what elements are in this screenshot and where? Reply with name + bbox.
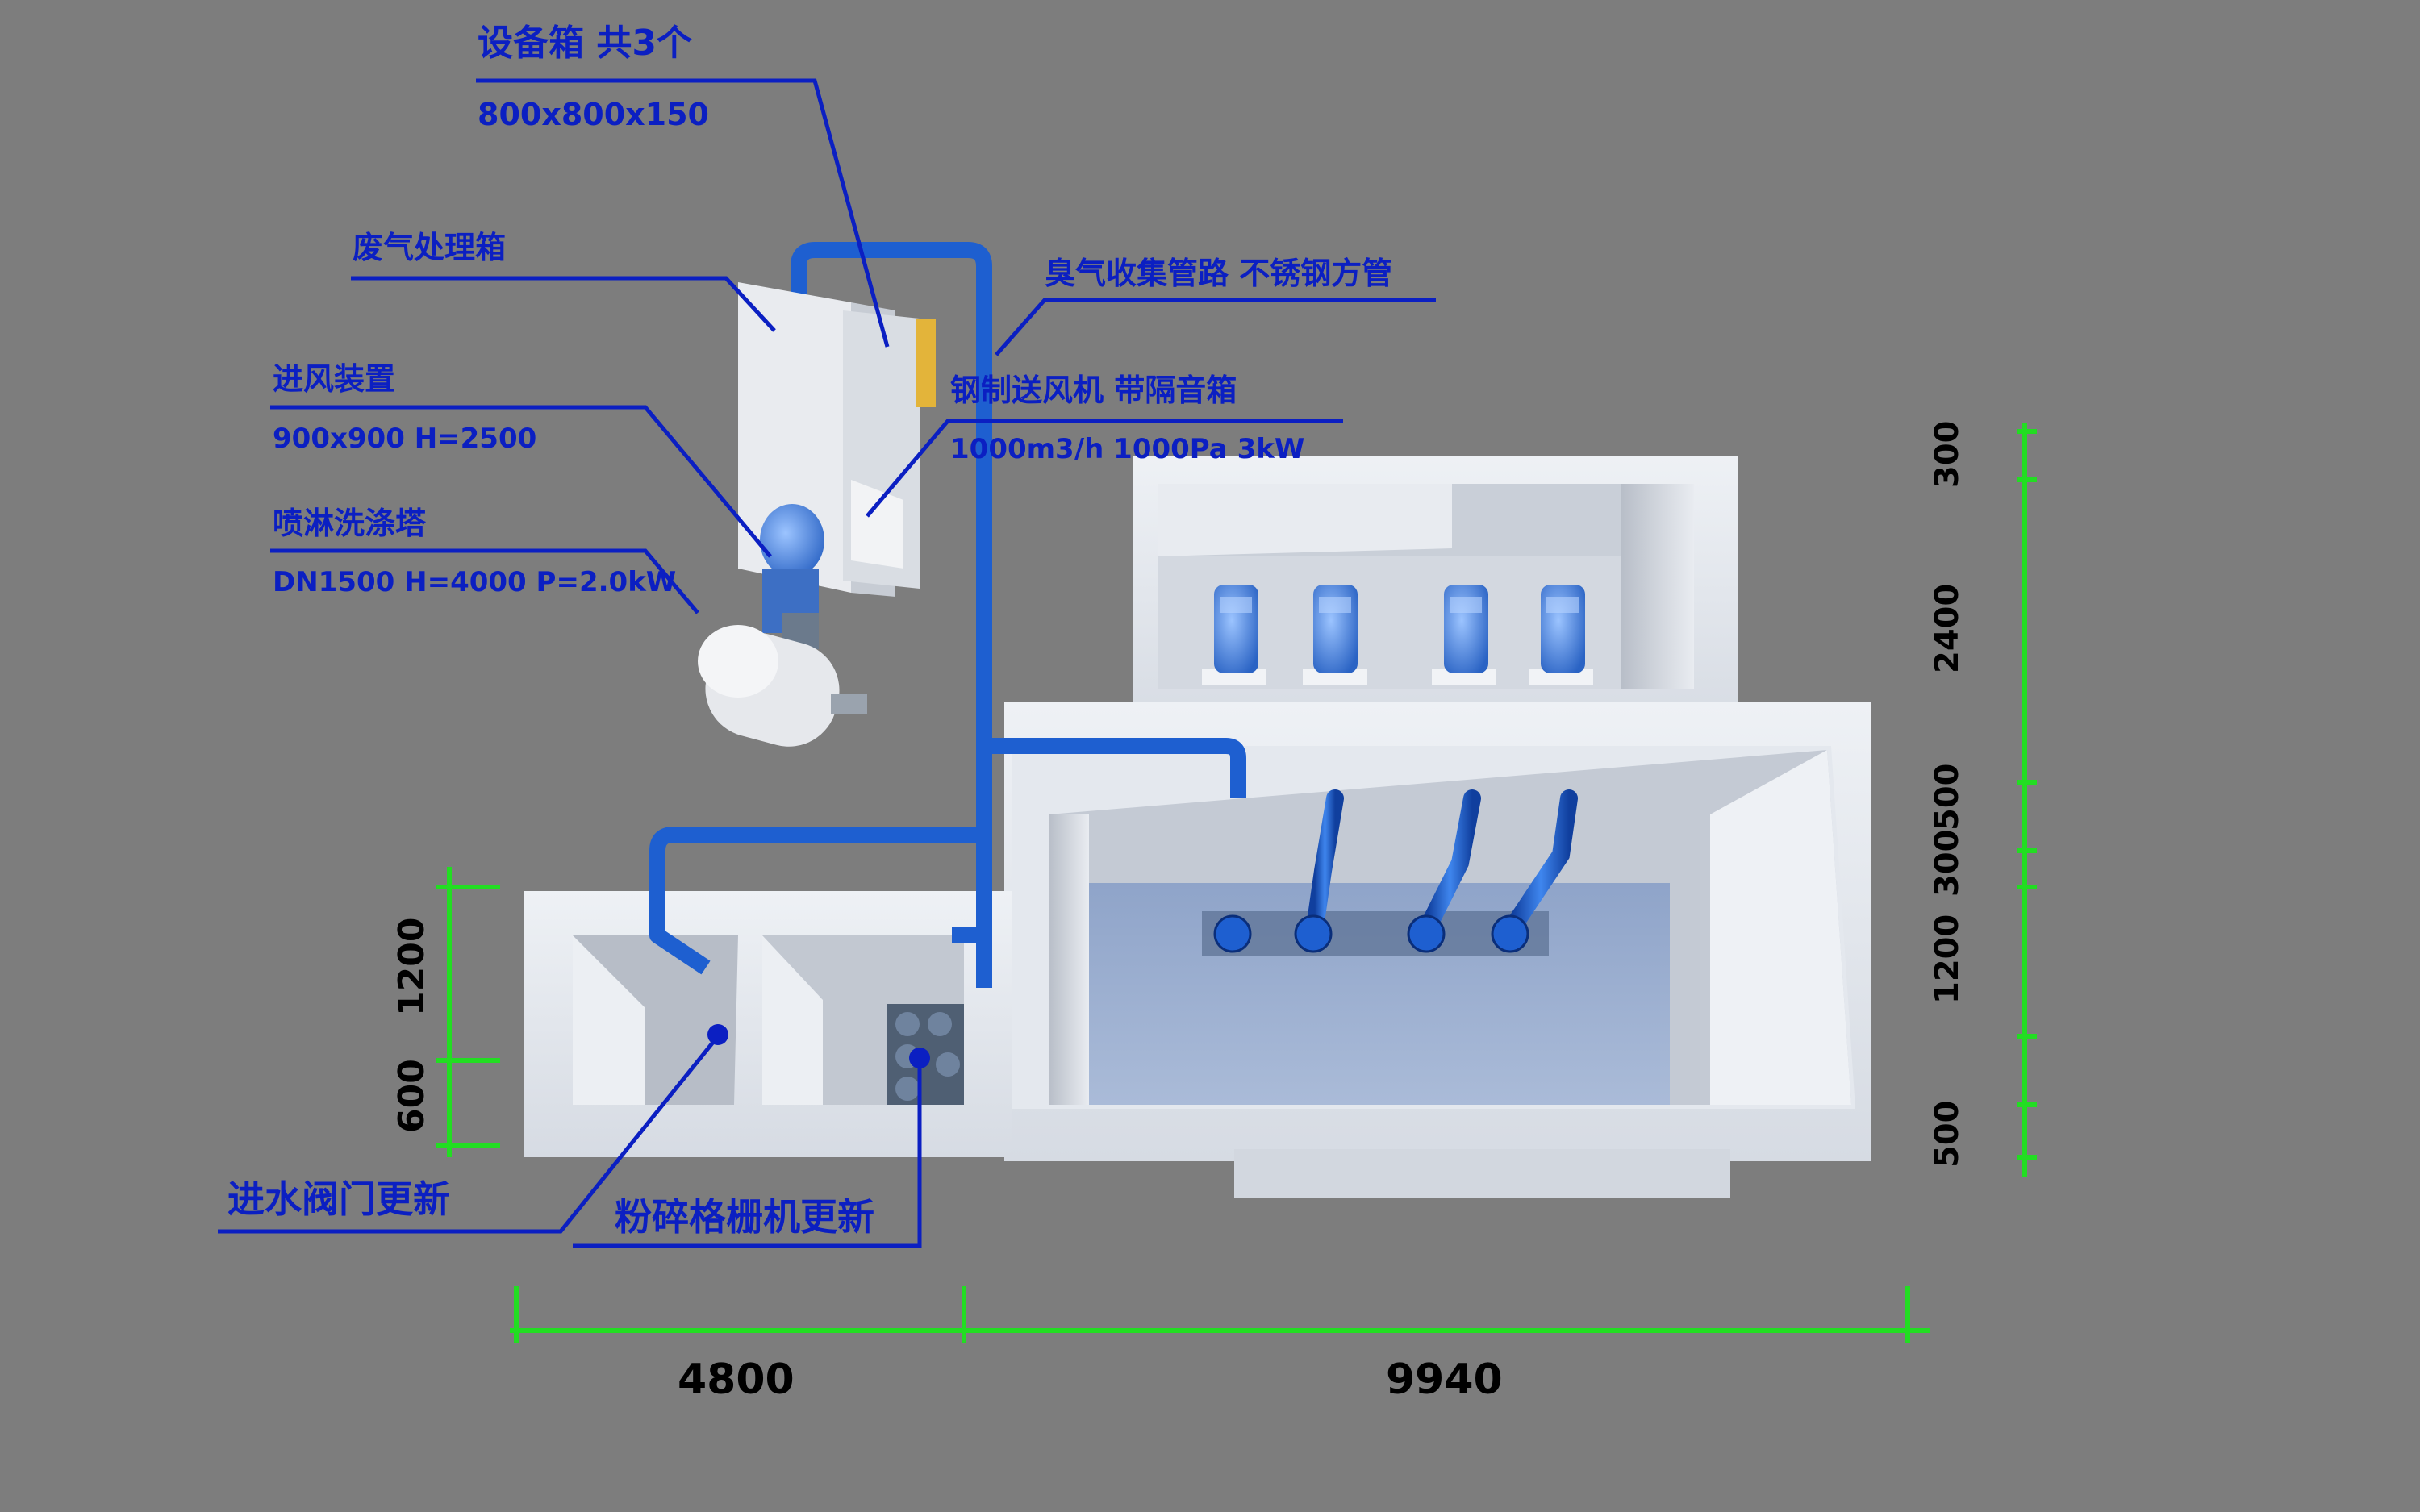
valve-icon (1294, 914, 1333, 953)
callout-dots (707, 1024, 930, 1068)
label-blower-spec: 1000m3/h 1000Pa 3kW (950, 433, 1304, 465)
pump-motor-3 (1432, 585, 1496, 685)
valve-row (1213, 914, 1529, 953)
pump-risers (1229, 789, 1578, 936)
dim-right-300: 300 (1929, 421, 1966, 489)
dimension-lines (436, 423, 2037, 1343)
valve-icon (1213, 914, 1252, 953)
main-tank (1004, 702, 1871, 1198)
label-inlet-valve: 进水阀门更新 (227, 1177, 450, 1221)
label-air-inlet: 进风装置 (273, 361, 395, 397)
label-air-inlet-spec: 900x900 H=2500 (273, 423, 536, 455)
dim-bottom-4800: 4800 (678, 1356, 795, 1404)
fan-icon (760, 504, 824, 577)
label-spray-tower-spec: DN1500 H=4000 P=2.0kW (273, 566, 676, 598)
valve-icon (1407, 914, 1446, 953)
dim-right-1200: 1200 (1929, 914, 1966, 1004)
dim-right-500b: 500 (1929, 1101, 1966, 1168)
dim-right-300b: 300 (1929, 830, 1966, 898)
callout-lines (218, 78, 1436, 1248)
pump-motor-1 (1202, 585, 1266, 685)
exhaust-treatment-box (738, 282, 936, 597)
pump-motor-2 (1303, 585, 1367, 685)
dimension-labels: 4800 9940 1200 600 300 2400 500 300 1200… (391, 421, 1966, 1405)
label-blower: 钢制送风机 带隔音箱 (950, 373, 1237, 408)
blower (760, 504, 824, 649)
grinder-channels (524, 891, 1012, 1157)
valve-icon (1491, 914, 1529, 953)
odor-pipe (649, 242, 1246, 988)
label-odor-pipe: 臭气收集管路 不锈钢方管 (1045, 256, 1392, 291)
label-equipment-box: 设备箱 共3个 (478, 23, 692, 64)
dim-left-600: 600 (391, 1059, 432, 1133)
labels: 设备箱 共3个 800x800x150 废气处理箱 进风装置 900x900 H… (227, 23, 1392, 1239)
dim-left-1200: 1200 (391, 918, 432, 1016)
label-exhaust-box: 废气处理箱 (353, 230, 506, 265)
dim-bottom-9940: 9940 (1386, 1356, 1503, 1404)
label-equipment-box-spec: 800x800x150 (478, 97, 709, 132)
grinder-machine (887, 1004, 964, 1105)
dim-right-500: 500 (1929, 764, 1966, 831)
dim-right-2400: 2400 (1929, 584, 1966, 673)
spray-tower (698, 625, 867, 747)
pump-motor-4 (1529, 585, 1593, 685)
label-spray-tower: 喷淋洗涤塔 (273, 506, 427, 541)
label-grinder: 粉碎格栅机更新 (615, 1195, 874, 1239)
